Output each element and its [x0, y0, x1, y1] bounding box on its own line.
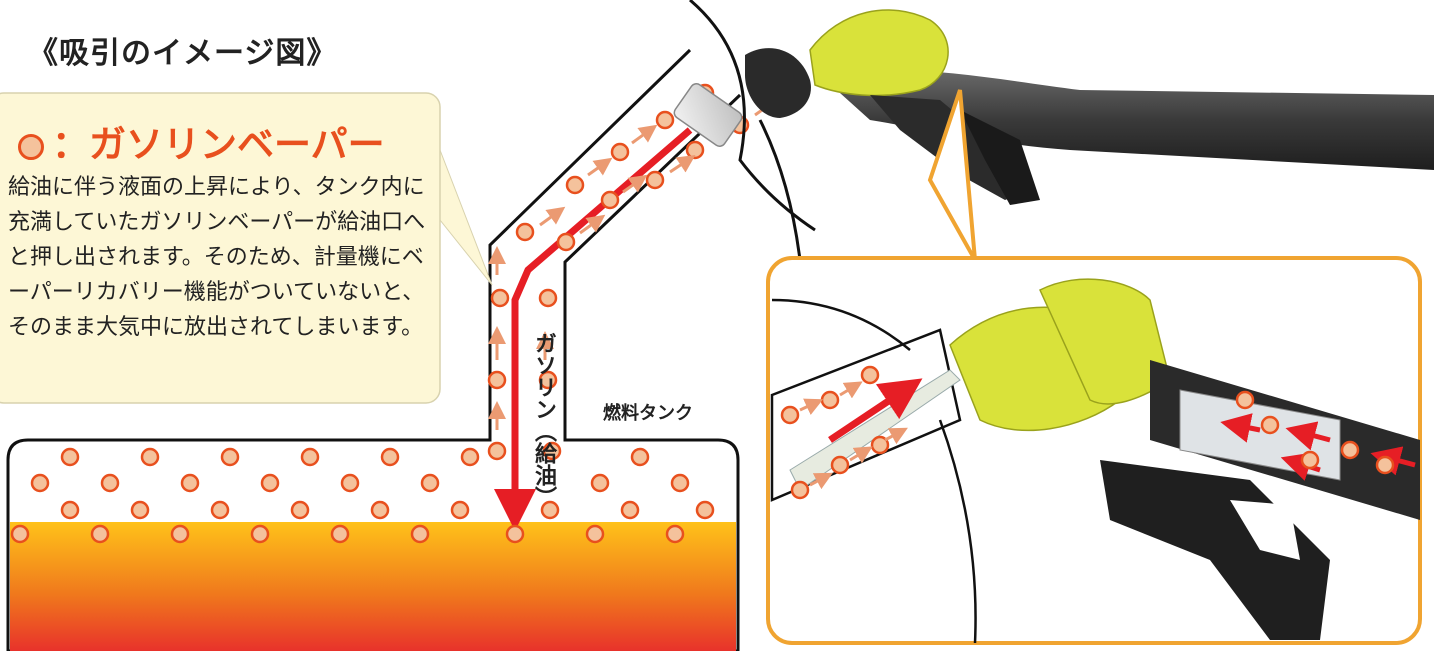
callout-pointer [439, 149, 493, 286]
vapor-legend: ：ガソリンベーパー [18, 114, 385, 168]
detail-pointer [927, 89, 977, 261]
pipe-vapor-bubbles [487, 83, 780, 461]
callout-description: 給油に伴う液面の上昇により、タンク内に充満していたガソリンベーパーが給油口へと押… [8, 175, 426, 340]
detail-nozzle-view [770, 278, 1420, 644]
callout-box [0, 92, 441, 404]
diagram-title: 《吸引のイメージ図》 [28, 36, 338, 71]
fuel-nozzle [673, 0, 1434, 261]
tank-vapor-bubbles [10, 447, 715, 544]
vapor-circle-icon [18, 133, 44, 160]
vapor-legend-text: ：ガソリンベーパー [52, 123, 385, 166]
fuel-tank-label: 燃料タンク [603, 403, 693, 424]
fuel-tank [6, 388, 740, 651]
gasoline-flow-label: ガソリン（給油） [531, 332, 556, 508]
